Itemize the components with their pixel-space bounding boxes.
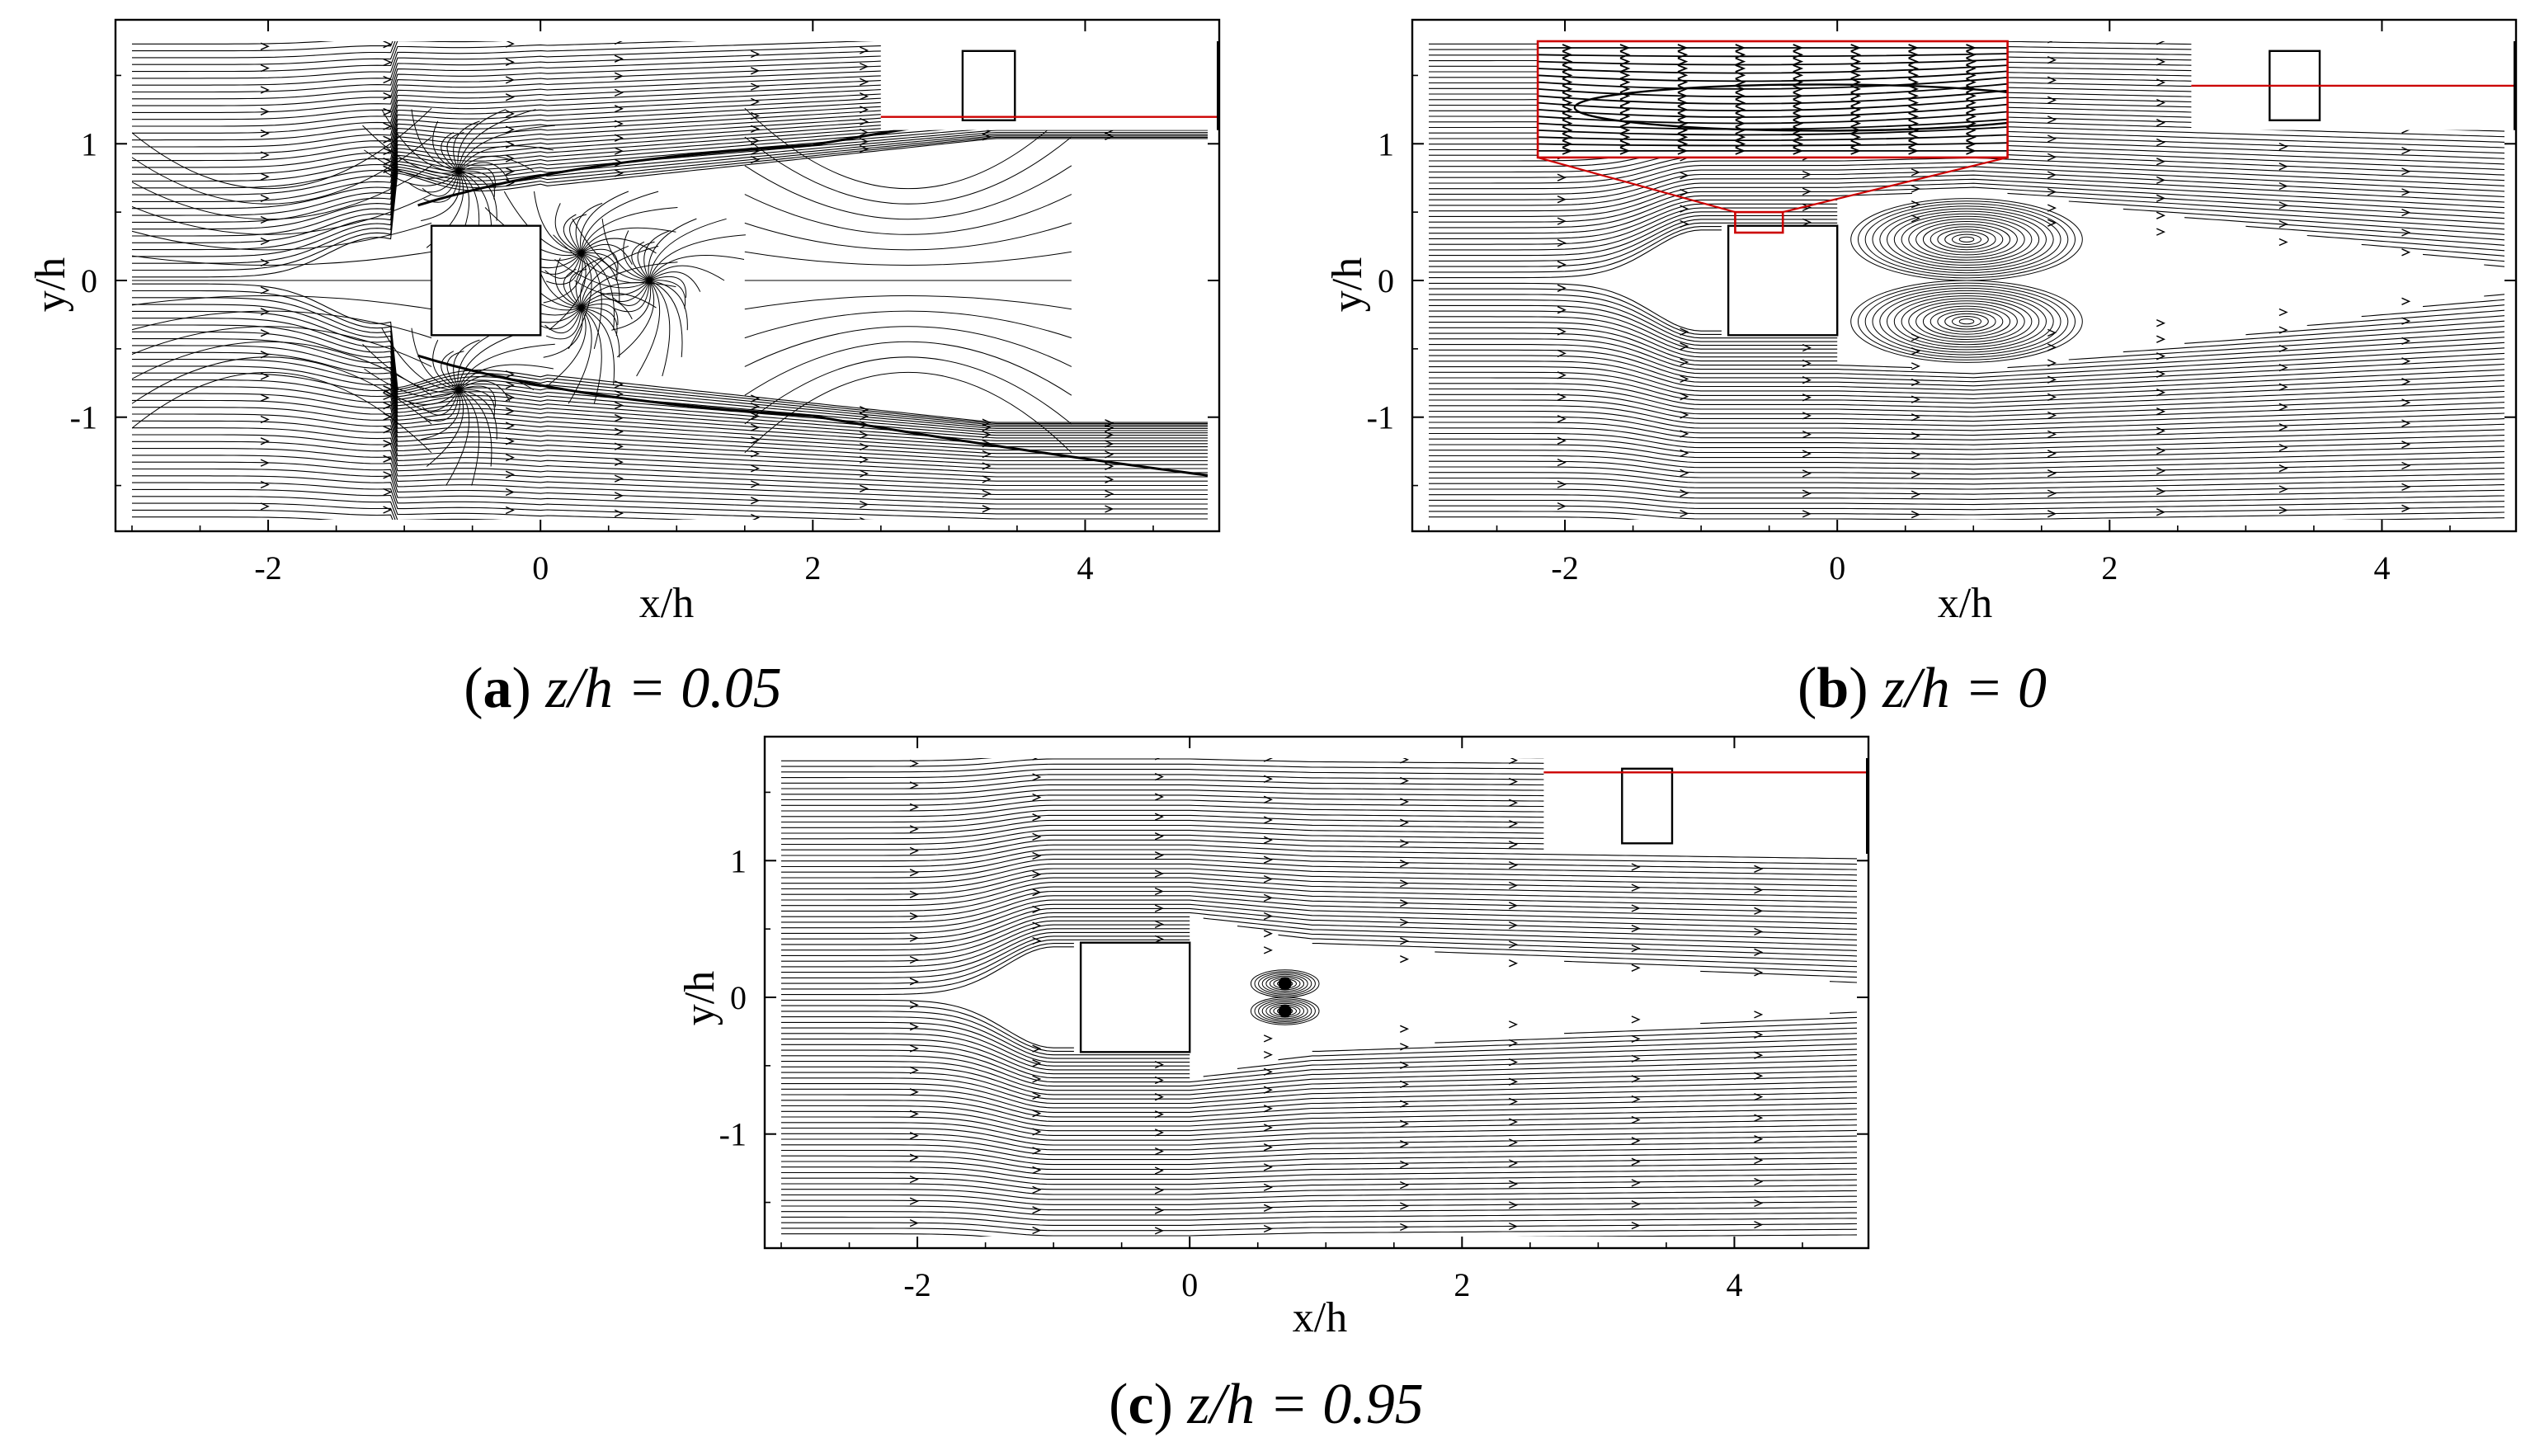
panel-c-inset-block [1621,767,1674,845]
panel-b-ytick-label: -1 [1367,399,1394,436]
panel-c-ytick-label: -1 [719,1116,747,1153]
panel-b-zoom-streamlines [1538,44,2008,155]
panel-c-xtick-label: 4 [1726,1266,1742,1303]
panel-a-caption: (a) z/h = 0.05 [464,657,782,720]
panel-c-streamlines [781,758,1857,1237]
panel-b-frame [1411,18,2518,533]
panel-b-ytick-label: 0 [1378,262,1394,299]
panel-a-ylabel: y/h [27,257,74,312]
panel-c-ylabel: y/h [676,971,723,1025]
panel-b-overlay [1536,33,2516,337]
panel-b-xtick-label: -2 [1551,549,1578,587]
panel-b: -2 0 2 4 1 0 -1 x/h y/h (b) z/h = 0 [1324,18,2518,720]
panel-a-xtick-label: -2 [254,549,281,587]
panel-b-caption-letter: b [1816,657,1849,720]
panel-b-ylabel: y/h [1324,257,1371,312]
panel-b-zoom-box [1734,210,1784,234]
panel-a-frame [114,18,1221,533]
panel-a-xtick-label: 2 [804,549,821,587]
panel-c-frame [763,735,1870,1250]
panel-a-inset-block [961,49,1016,121]
panel-c-xtick-label: 0 [1181,1266,1198,1303]
panel-c-ytick-label: 0 [730,979,747,1016]
panel-c-inset [1543,750,1868,854]
panel-b-axes: -2 0 2 4 1 0 -1 [1367,18,2518,587]
panel-a-streamlines [132,41,1208,520]
panel-a-caption-letter: a [483,657,512,720]
panel-a-xtick-label: 4 [1077,549,1093,587]
panel-c-xlabel: x/h [1293,1294,1347,1341]
panel-c-xtick-label: 2 [1454,1266,1470,1303]
panel-b-xtick-label: 2 [2101,549,2118,587]
panel-a-caption-expr: z/h = 0.05 [544,657,781,720]
panel-a-obstacle [430,224,542,337]
panel-c-xtick-label: -2 [903,1266,931,1303]
panel-a-ytick-label: 1 [81,125,97,163]
panel-c-overlay [1079,750,1868,1053]
panel-b-xlabel: x/h [1938,580,1992,627]
panel-c-ytick-label: 1 [730,842,747,879]
panel-c-obstacle [1079,941,1191,1053]
panel-b-xtick-label: 0 [1829,549,1845,587]
panel-a-inset [880,33,1219,130]
panel-c-caption: (c) z/h = 0.95 [1109,1373,1424,1436]
panel-a-axes: -2 0 2 4 1 0 -1 [70,18,1221,587]
panel-a-ytick-label: -1 [70,399,97,436]
panel-b-ytick-label: 1 [1378,125,1394,163]
panel-b-caption: (b) z/h = 0 [1798,657,2047,720]
panel-c: -2 0 2 4 1 0 -1 x/h y/h (c) z/h = 0.95 [676,735,1870,1436]
panel-c-caption-letter: c [1128,1373,1153,1436]
panel-b-obstacle [1727,224,1839,337]
panel-a-ytick-label: 0 [81,262,97,299]
panel-a-overlay [430,33,1219,337]
panel-c-axes: -2 0 2 4 1 0 -1 [719,735,1870,1303]
panel-b-zoom-view [1536,40,2009,159]
panel-a-xlabel: x/h [639,580,694,627]
panel-b-inset [2191,33,2516,130]
panel-a-xtick-label: 0 [532,549,549,587]
panel-b-xtick-label: 4 [2373,549,2390,587]
panel-c-caption-expr: z/h = 0.95 [1186,1373,1423,1436]
panel-a: -2 0 2 4 1 0 -1 x/h y/h (a) z/h = 0.05 [27,18,1221,720]
panel-b-caption-expr: z/h = 0 [1882,657,2047,720]
